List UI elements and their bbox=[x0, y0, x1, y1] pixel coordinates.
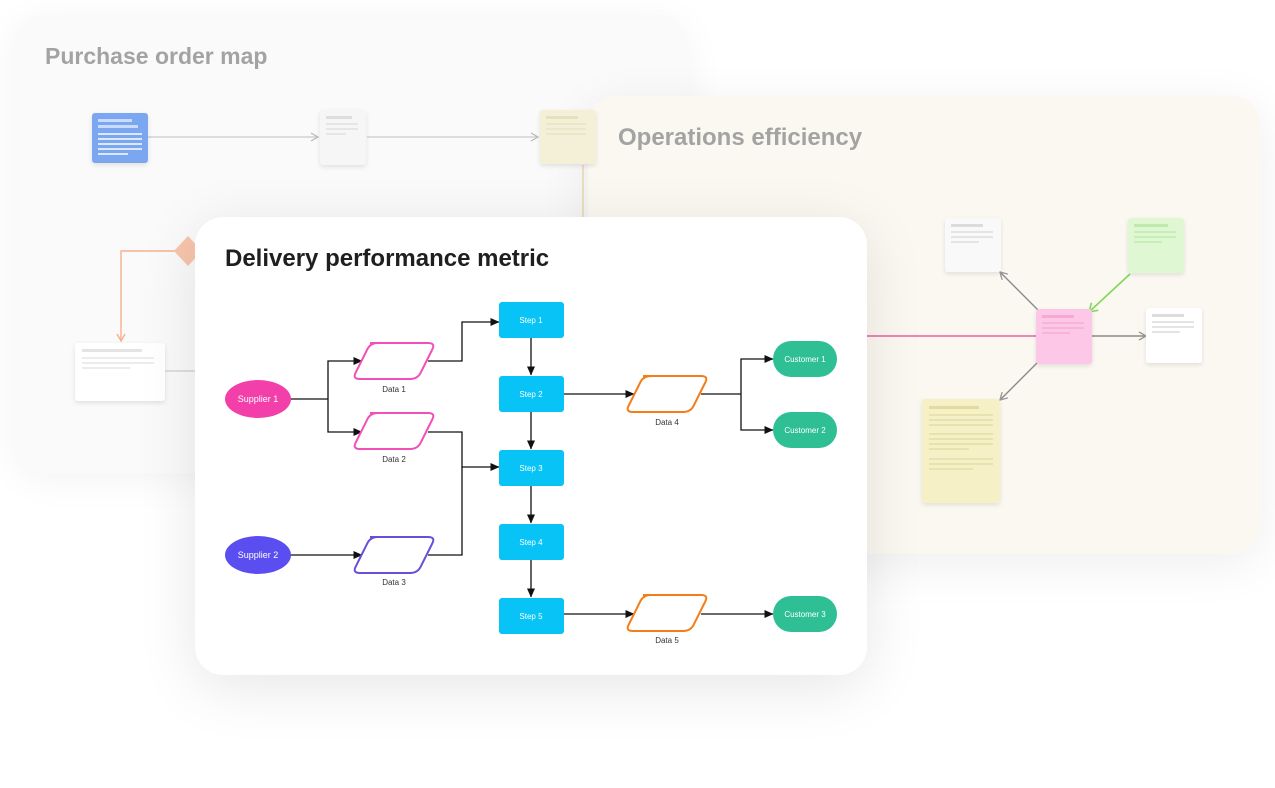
step-node-2[interactable]: Step 2 bbox=[499, 376, 564, 412]
ops-note-white-top[interactable] bbox=[945, 218, 1001, 272]
step-label-2: Step 2 bbox=[519, 390, 543, 399]
customer-label-1: Customer 1 bbox=[784, 355, 826, 364]
step-node-1[interactable]: Step 1 bbox=[499, 302, 564, 338]
po-note-blue[interactable] bbox=[92, 113, 148, 163]
flow-connectors bbox=[290, 318, 774, 618]
data-node-4[interactable]: Data 4 bbox=[626, 375, 708, 427]
connector-to-customer2 bbox=[740, 394, 774, 434]
po-note-gray[interactable] bbox=[320, 110, 366, 165]
supplier-label-1: Supplier 1 bbox=[238, 394, 279, 404]
ops-note-yellow-tall[interactable] bbox=[922, 399, 1000, 503]
data-label-1: Data 1 bbox=[382, 385, 406, 394]
ops-note-pink[interactable] bbox=[1036, 309, 1092, 364]
data-label-5: Data 5 bbox=[655, 636, 679, 645]
data-label-4: Data 4 bbox=[655, 418, 679, 427]
customer-label-2: Customer 2 bbox=[784, 426, 826, 435]
supplier-node-2[interactable]: Supplier 2 bbox=[225, 536, 291, 574]
data-node-1[interactable]: Data 1 bbox=[353, 342, 435, 394]
purchase-order-title: Purchase order map bbox=[45, 43, 268, 69]
customer-node-3[interactable]: Customer 3 bbox=[773, 596, 837, 632]
step-label-4: Step 4 bbox=[519, 538, 543, 547]
ops-connectors bbox=[866, 271, 1148, 401]
data-label-2: Data 2 bbox=[382, 455, 406, 464]
connector-data3-step3 bbox=[428, 467, 463, 556]
customer-node-1[interactable]: Customer 1 bbox=[773, 341, 837, 377]
connector-to-data2 bbox=[327, 399, 363, 436]
connector-data1-step1 bbox=[428, 318, 500, 362]
data-node-5[interactable]: Data 5 bbox=[626, 594, 708, 645]
step-label-1: Step 1 bbox=[519, 316, 543, 325]
customer-node-2[interactable]: Customer 2 bbox=[773, 412, 837, 448]
step-node-3[interactable]: Step 3 bbox=[499, 450, 564, 486]
data-label-3: Data 3 bbox=[382, 578, 406, 587]
step-label-3: Step 3 bbox=[519, 464, 543, 473]
step-node-4[interactable]: Step 4 bbox=[499, 524, 564, 560]
connector-to-customer1 bbox=[740, 355, 774, 394]
connector-data2-step3 bbox=[428, 431, 500, 471]
data-node-2[interactable]: Data 2 bbox=[353, 412, 435, 464]
connector-to-data1 bbox=[327, 357, 363, 399]
po-note-yellow[interactable] bbox=[540, 110, 596, 164]
supplier-node-1[interactable]: Supplier 1 bbox=[225, 380, 291, 418]
customer-label-3: Customer 3 bbox=[784, 610, 826, 619]
step-label-5: Step 5 bbox=[519, 612, 543, 621]
supplier-label-2: Supplier 2 bbox=[238, 550, 279, 560]
step-node-5[interactable]: Step 5 bbox=[499, 598, 564, 634]
operations-title: Operations efficiency bbox=[618, 124, 863, 151]
ops-note-green[interactable] bbox=[1128, 218, 1184, 273]
ops-note-white-right[interactable] bbox=[1146, 308, 1202, 363]
po-note-white[interactable] bbox=[75, 343, 165, 401]
data-node-3[interactable]: Data 3 bbox=[353, 536, 435, 587]
delivery-title: Delivery performance metric bbox=[225, 245, 550, 272]
